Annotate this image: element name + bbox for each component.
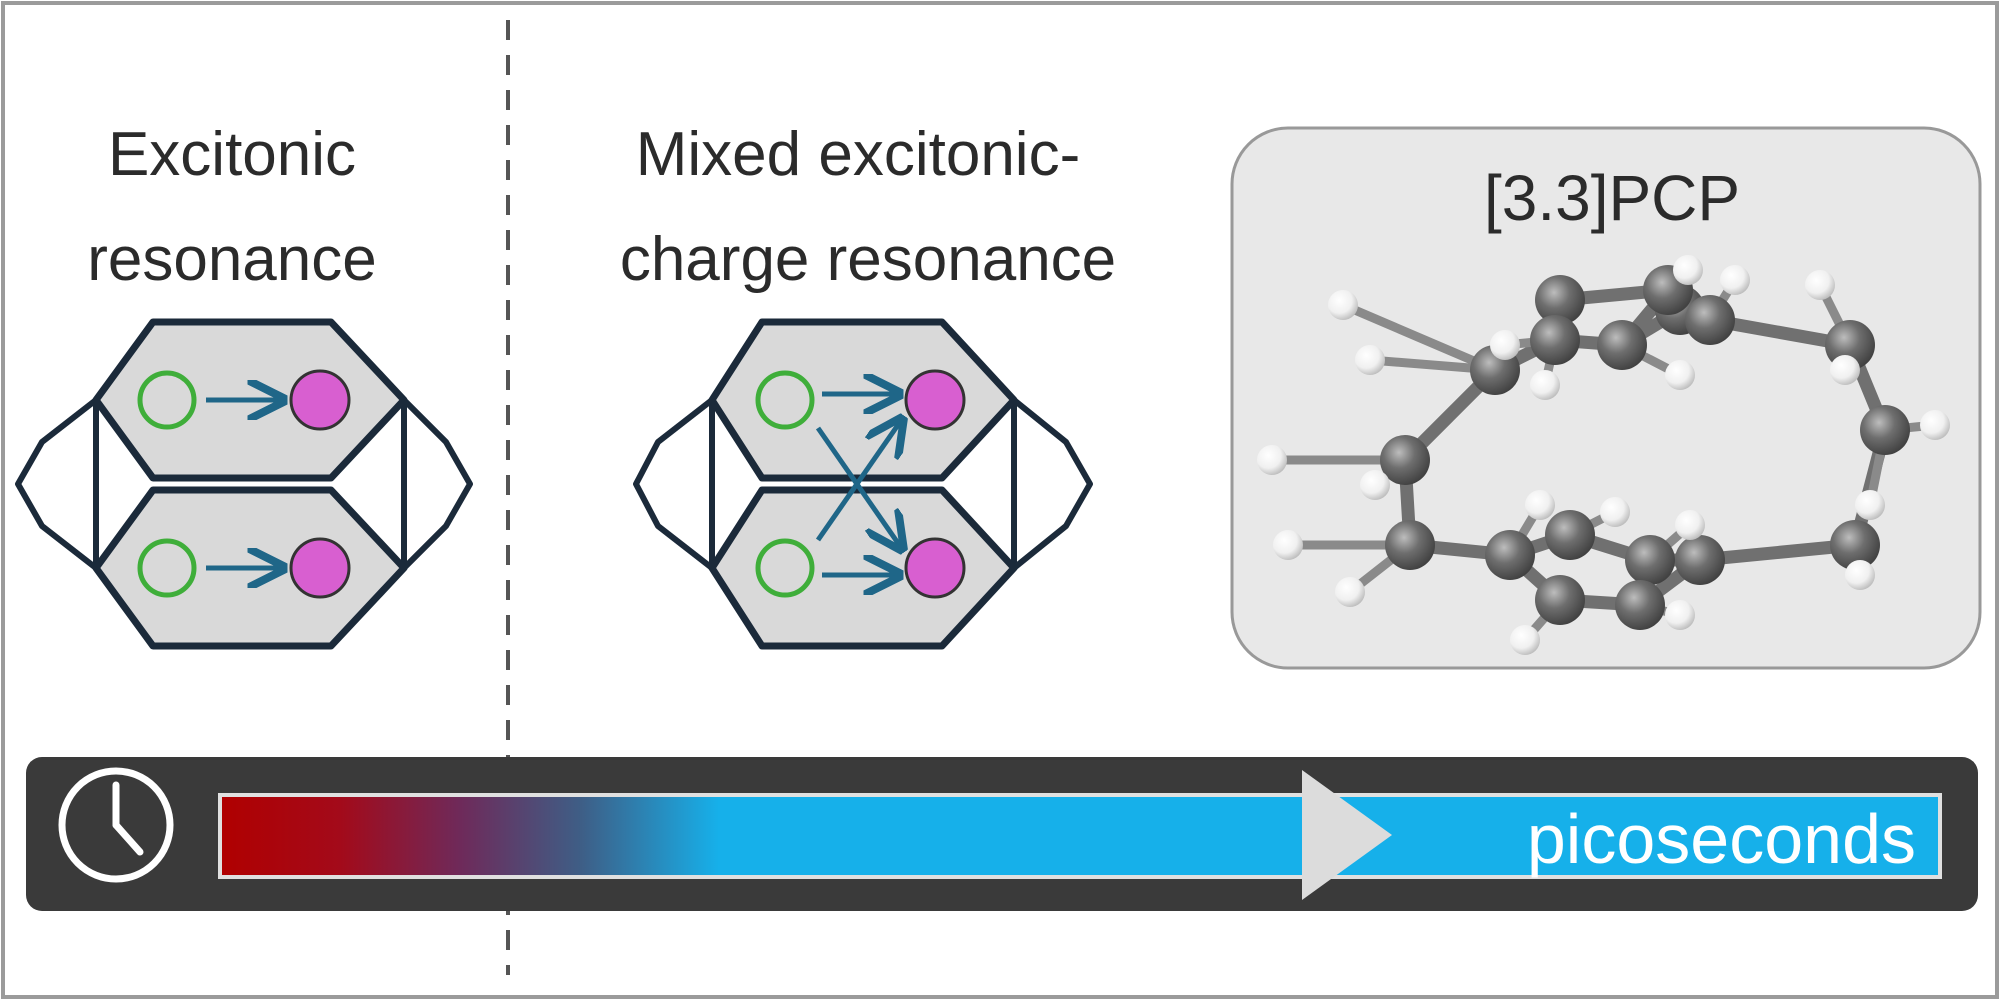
- middle-title-line1: Mixed excitonic-: [636, 120, 1080, 189]
- carbon-atom: [1385, 520, 1435, 570]
- ch-bond: [1338, 300, 1500, 375]
- left-bridge-right: [401, 397, 473, 571]
- hydrogen-atom: [1510, 625, 1540, 655]
- left-bottom-acceptor-circle: [289, 537, 351, 599]
- carbon-atom: [1675, 535, 1725, 585]
- left-top-donor-circle: [137, 370, 197, 430]
- hydrogen-atom: [1335, 577, 1365, 607]
- carbon-atom: [1535, 575, 1585, 625]
- carbon-atom: [1530, 315, 1580, 365]
- hydrogen-atom: [1720, 265, 1750, 295]
- molecule-model: [1257, 255, 1950, 655]
- left-title-line2: resonance: [87, 225, 377, 294]
- mixed-resonance-diagram: [633, 318, 1093, 650]
- middle-cross-arrow-down: [815, 426, 900, 546]
- hydrogen-atom: [1855, 490, 1885, 520]
- carbon-atom: [1685, 295, 1735, 345]
- left-bridge-left: [15, 397, 99, 571]
- excitonic-resonance-diagram: [15, 318, 473, 650]
- carbon-atom: [1380, 435, 1430, 485]
- hydrogen-atom: [1530, 370, 1560, 400]
- clock-icon: [58, 767, 174, 883]
- left-top-acceptor-circle: [289, 369, 351, 431]
- hydrogen-atom: [1490, 330, 1520, 360]
- carbon-atom: [1545, 510, 1595, 560]
- timeline-label: picoseconds: [1527, 800, 1916, 878]
- hydrogen-atom: [1673, 255, 1703, 285]
- middle-bridge-left: [633, 397, 715, 571]
- hydrogen-atom: [1675, 510, 1705, 540]
- hydrogen-atom: [1600, 497, 1630, 527]
- carbon-atom: [1625, 535, 1675, 585]
- hydrogen-atom: [1273, 530, 1303, 560]
- hydrogen-atom: [1525, 490, 1555, 520]
- molecule-label: [3.3]PCP: [1484, 162, 1740, 234]
- middle-top-hexagon: [708, 318, 1018, 482]
- carbon-atom: [1597, 320, 1647, 370]
- hydrogen-atom: [1665, 600, 1695, 630]
- middle-top-acceptor-circle: [904, 369, 966, 431]
- middle-cross-arrow-up: [815, 422, 900, 542]
- hydrogen-atom: [1665, 360, 1695, 390]
- middle-bottom-donor-circle: [755, 538, 815, 598]
- middle-title-line2: charge resonance: [620, 225, 1116, 294]
- hydrogen-atom: [1257, 445, 1287, 475]
- hydrogen-atom: [1355, 345, 1385, 375]
- middle-bottom-acceptor-circle: [904, 537, 966, 599]
- middle-bottom-hexagon: [708, 486, 1018, 650]
- left-title-line1: Excitonic: [108, 120, 356, 189]
- cc-bond: [1693, 538, 1862, 567]
- timeline-arrow: [1302, 770, 1392, 900]
- hydrogen-atom: [1845, 560, 1875, 590]
- middle-bridge-right: [1011, 397, 1093, 571]
- carbon-atom: [1485, 530, 1535, 580]
- hydrogen-atom: [1360, 470, 1390, 500]
- middle-top-donor-circle: [755, 370, 815, 430]
- hydrogen-atom: [1830, 355, 1860, 385]
- timeline-gradient: [218, 793, 1942, 879]
- hydrogen-atom: [1805, 270, 1835, 300]
- carbon-atom: [1830, 520, 1880, 570]
- carbon-atom: [1615, 580, 1665, 630]
- hydrogen-atom: [1920, 410, 1950, 440]
- left-bottom-donor-circle: [137, 538, 197, 598]
- carbon-atom: [1535, 275, 1585, 325]
- carbon-atom: [1860, 405, 1910, 455]
- hydrogen-atom: [1328, 290, 1358, 320]
